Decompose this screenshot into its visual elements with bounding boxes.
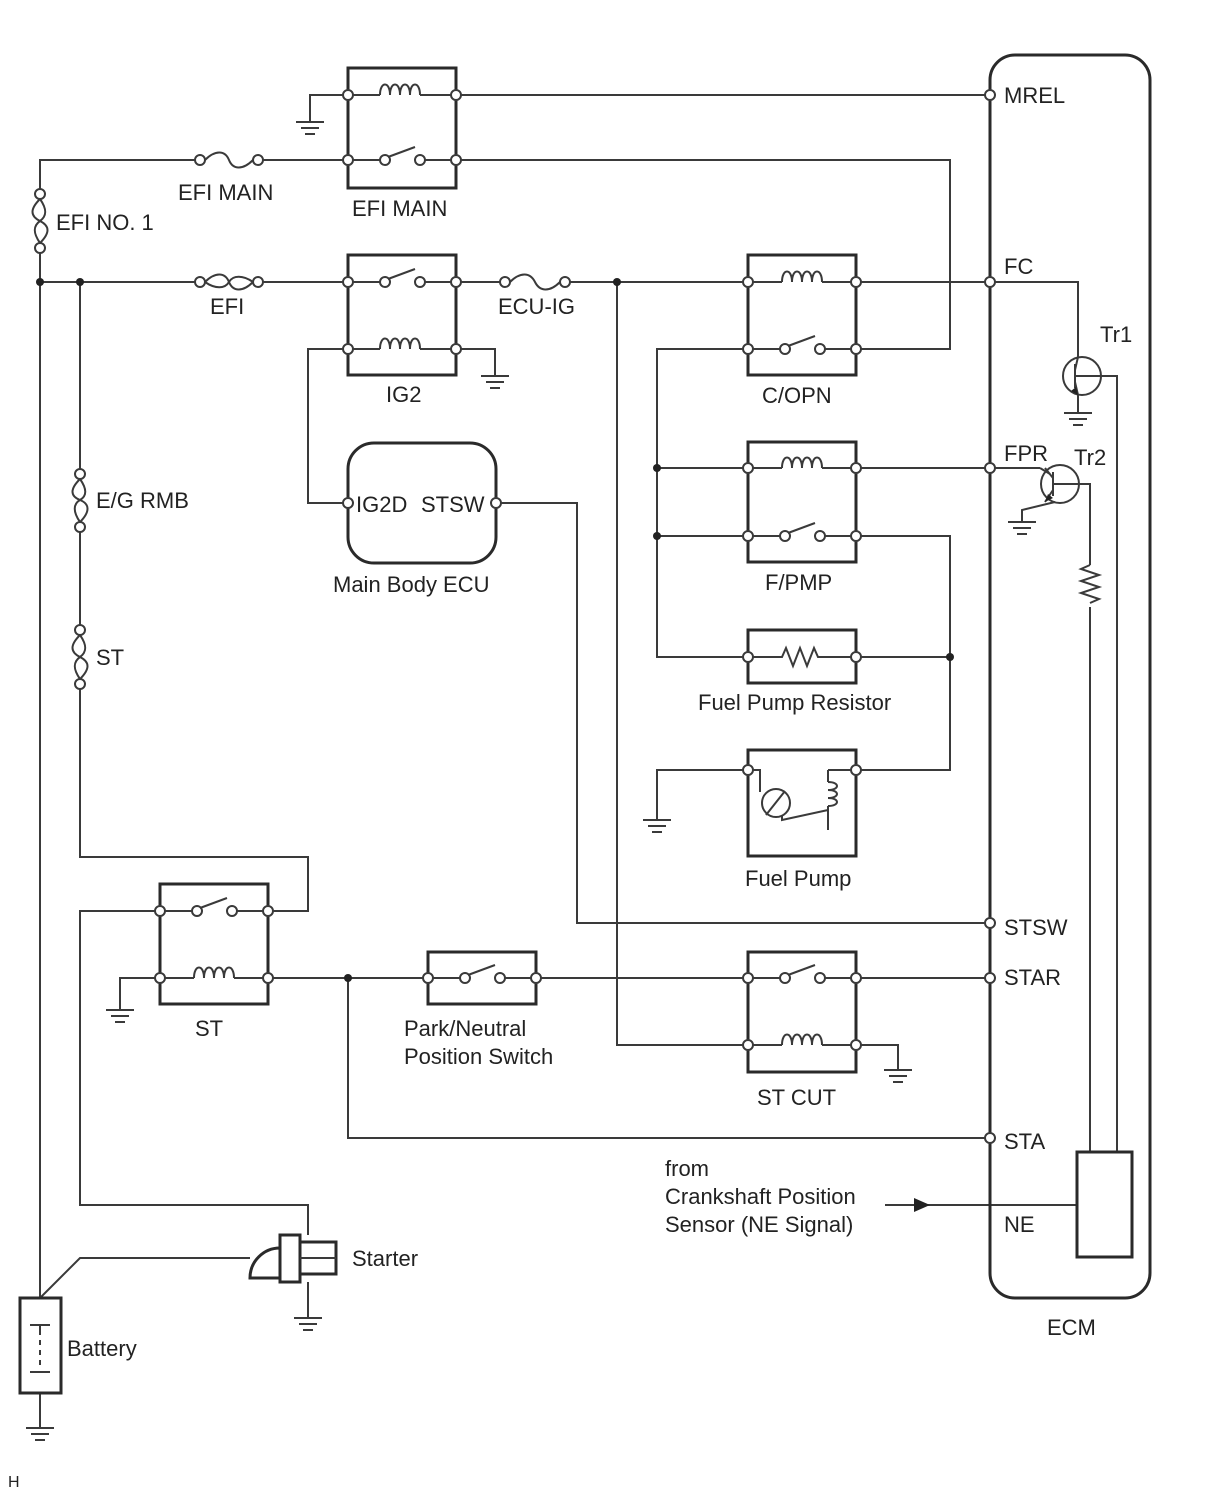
fuse-ecu-ig bbox=[499, 273, 571, 291]
ecm-pin-sta: STA bbox=[1004, 1129, 1045, 1154]
relay-fpmp bbox=[742, 440, 862, 564]
label-battery: Battery bbox=[67, 1336, 137, 1361]
ground-icon bbox=[643, 819, 671, 833]
ground-icon bbox=[294, 1317, 322, 1331]
ground-icon bbox=[884, 1069, 912, 1083]
transistor-tr1 bbox=[1062, 356, 1102, 396]
label-main-body-ecu: Main Body ECU bbox=[333, 572, 490, 597]
label-tr2: Tr2 bbox=[1074, 445, 1106, 470]
ecm-box bbox=[984, 53, 1152, 1300]
starter-motor bbox=[248, 1233, 338, 1284]
park-neutral-switch bbox=[422, 950, 542, 1006]
label-fpmp-relay: F/PMP bbox=[765, 570, 832, 595]
ecm-pin-stsw: STSW bbox=[1004, 915, 1068, 940]
fuse-efi-main bbox=[194, 151, 264, 169]
label-st-cut-relay: ST CUT bbox=[757, 1085, 836, 1110]
ground-symbols bbox=[26, 121, 1092, 1441]
ground-icon bbox=[106, 1009, 134, 1023]
label-ecu-ig-fuse: ECU-IG bbox=[498, 294, 575, 319]
ne-signal-arrow bbox=[914, 1198, 930, 1212]
label-st-fuse: ST bbox=[96, 645, 124, 670]
relay-st-cut bbox=[742, 950, 862, 1074]
ground-icon bbox=[1008, 521, 1036, 535]
ecm-pin-mrel: MREL bbox=[1004, 83, 1065, 108]
label-from-line1: from bbox=[665, 1156, 709, 1181]
ecm-pin-fc: FC bbox=[1004, 254, 1033, 279]
ecm-pin-fpr: FPR bbox=[1004, 441, 1048, 466]
relay-efi-main bbox=[342, 66, 462, 190]
relay-ig2 bbox=[342, 253, 462, 377]
label-starter: Starter bbox=[352, 1246, 418, 1271]
label-corner-mark: H bbox=[8, 1474, 20, 1491]
label-efi-main-relay: EFI MAIN bbox=[352, 196, 447, 221]
fuse-st bbox=[71, 624, 89, 690]
ground-icon bbox=[1064, 412, 1092, 426]
fuel-pump bbox=[742, 748, 862, 858]
junctions bbox=[36, 278, 954, 982]
ground-icon bbox=[26, 1427, 54, 1441]
fuel-pump-resistor bbox=[742, 628, 862, 685]
label-efi-no1-fuse: EFI NO. 1 bbox=[56, 210, 154, 235]
label-efi-fuse: EFI bbox=[210, 294, 244, 319]
label-copn-relay: C/OPN bbox=[762, 383, 832, 408]
wires bbox=[39, 94, 1118, 1428]
fuse-eg-rmb bbox=[71, 468, 89, 533]
label-st-relay: ST bbox=[195, 1016, 223, 1041]
label-pn-switch-line1: Park/Neutral bbox=[404, 1016, 526, 1041]
ground-icon bbox=[296, 121, 324, 135]
fuse-efi bbox=[194, 273, 264, 291]
label-tr1: Tr1 bbox=[1100, 322, 1132, 347]
label-fuel-pump-resistor: Fuel Pump Resistor bbox=[698, 690, 891, 715]
main-body-ecu bbox=[342, 441, 502, 565]
relay-copn bbox=[742, 253, 862, 377]
label-efi-main-fuse: EFI MAIN bbox=[178, 180, 273, 205]
relay-st bbox=[154, 882, 274, 1006]
ecm-pin-ne: NE bbox=[1004, 1212, 1035, 1237]
ground-icon bbox=[481, 375, 509, 389]
fuse-efi-no1 bbox=[31, 188, 49, 254]
label-fuel-pump: Fuel Pump bbox=[745, 866, 851, 891]
labels: EFI MAIN EFI MAIN EFI NO. 1 EFI ECU-IG I… bbox=[8, 83, 1132, 1491]
label-from-line3: Sensor (NE Signal) bbox=[665, 1212, 853, 1237]
label-mbecu-stsw: STSW bbox=[421, 492, 485, 517]
label-ecm: ECM bbox=[1047, 1315, 1096, 1340]
ecm-pin-star: STAR bbox=[1004, 965, 1061, 990]
label-from-line2: Crankshaft Position bbox=[665, 1184, 856, 1209]
label-pn-switch-line2: Position Switch bbox=[404, 1044, 553, 1069]
label-mbecu-ig2d: IG2D bbox=[356, 492, 407, 517]
label-ig2-relay: IG2 bbox=[386, 382, 421, 407]
battery-cell bbox=[18, 1296, 63, 1395]
label-eg-rmb-fuse: E/G RMB bbox=[96, 488, 189, 513]
ecm-resistor bbox=[1077, 564, 1103, 604]
transistor-tr2 bbox=[1040, 464, 1080, 504]
